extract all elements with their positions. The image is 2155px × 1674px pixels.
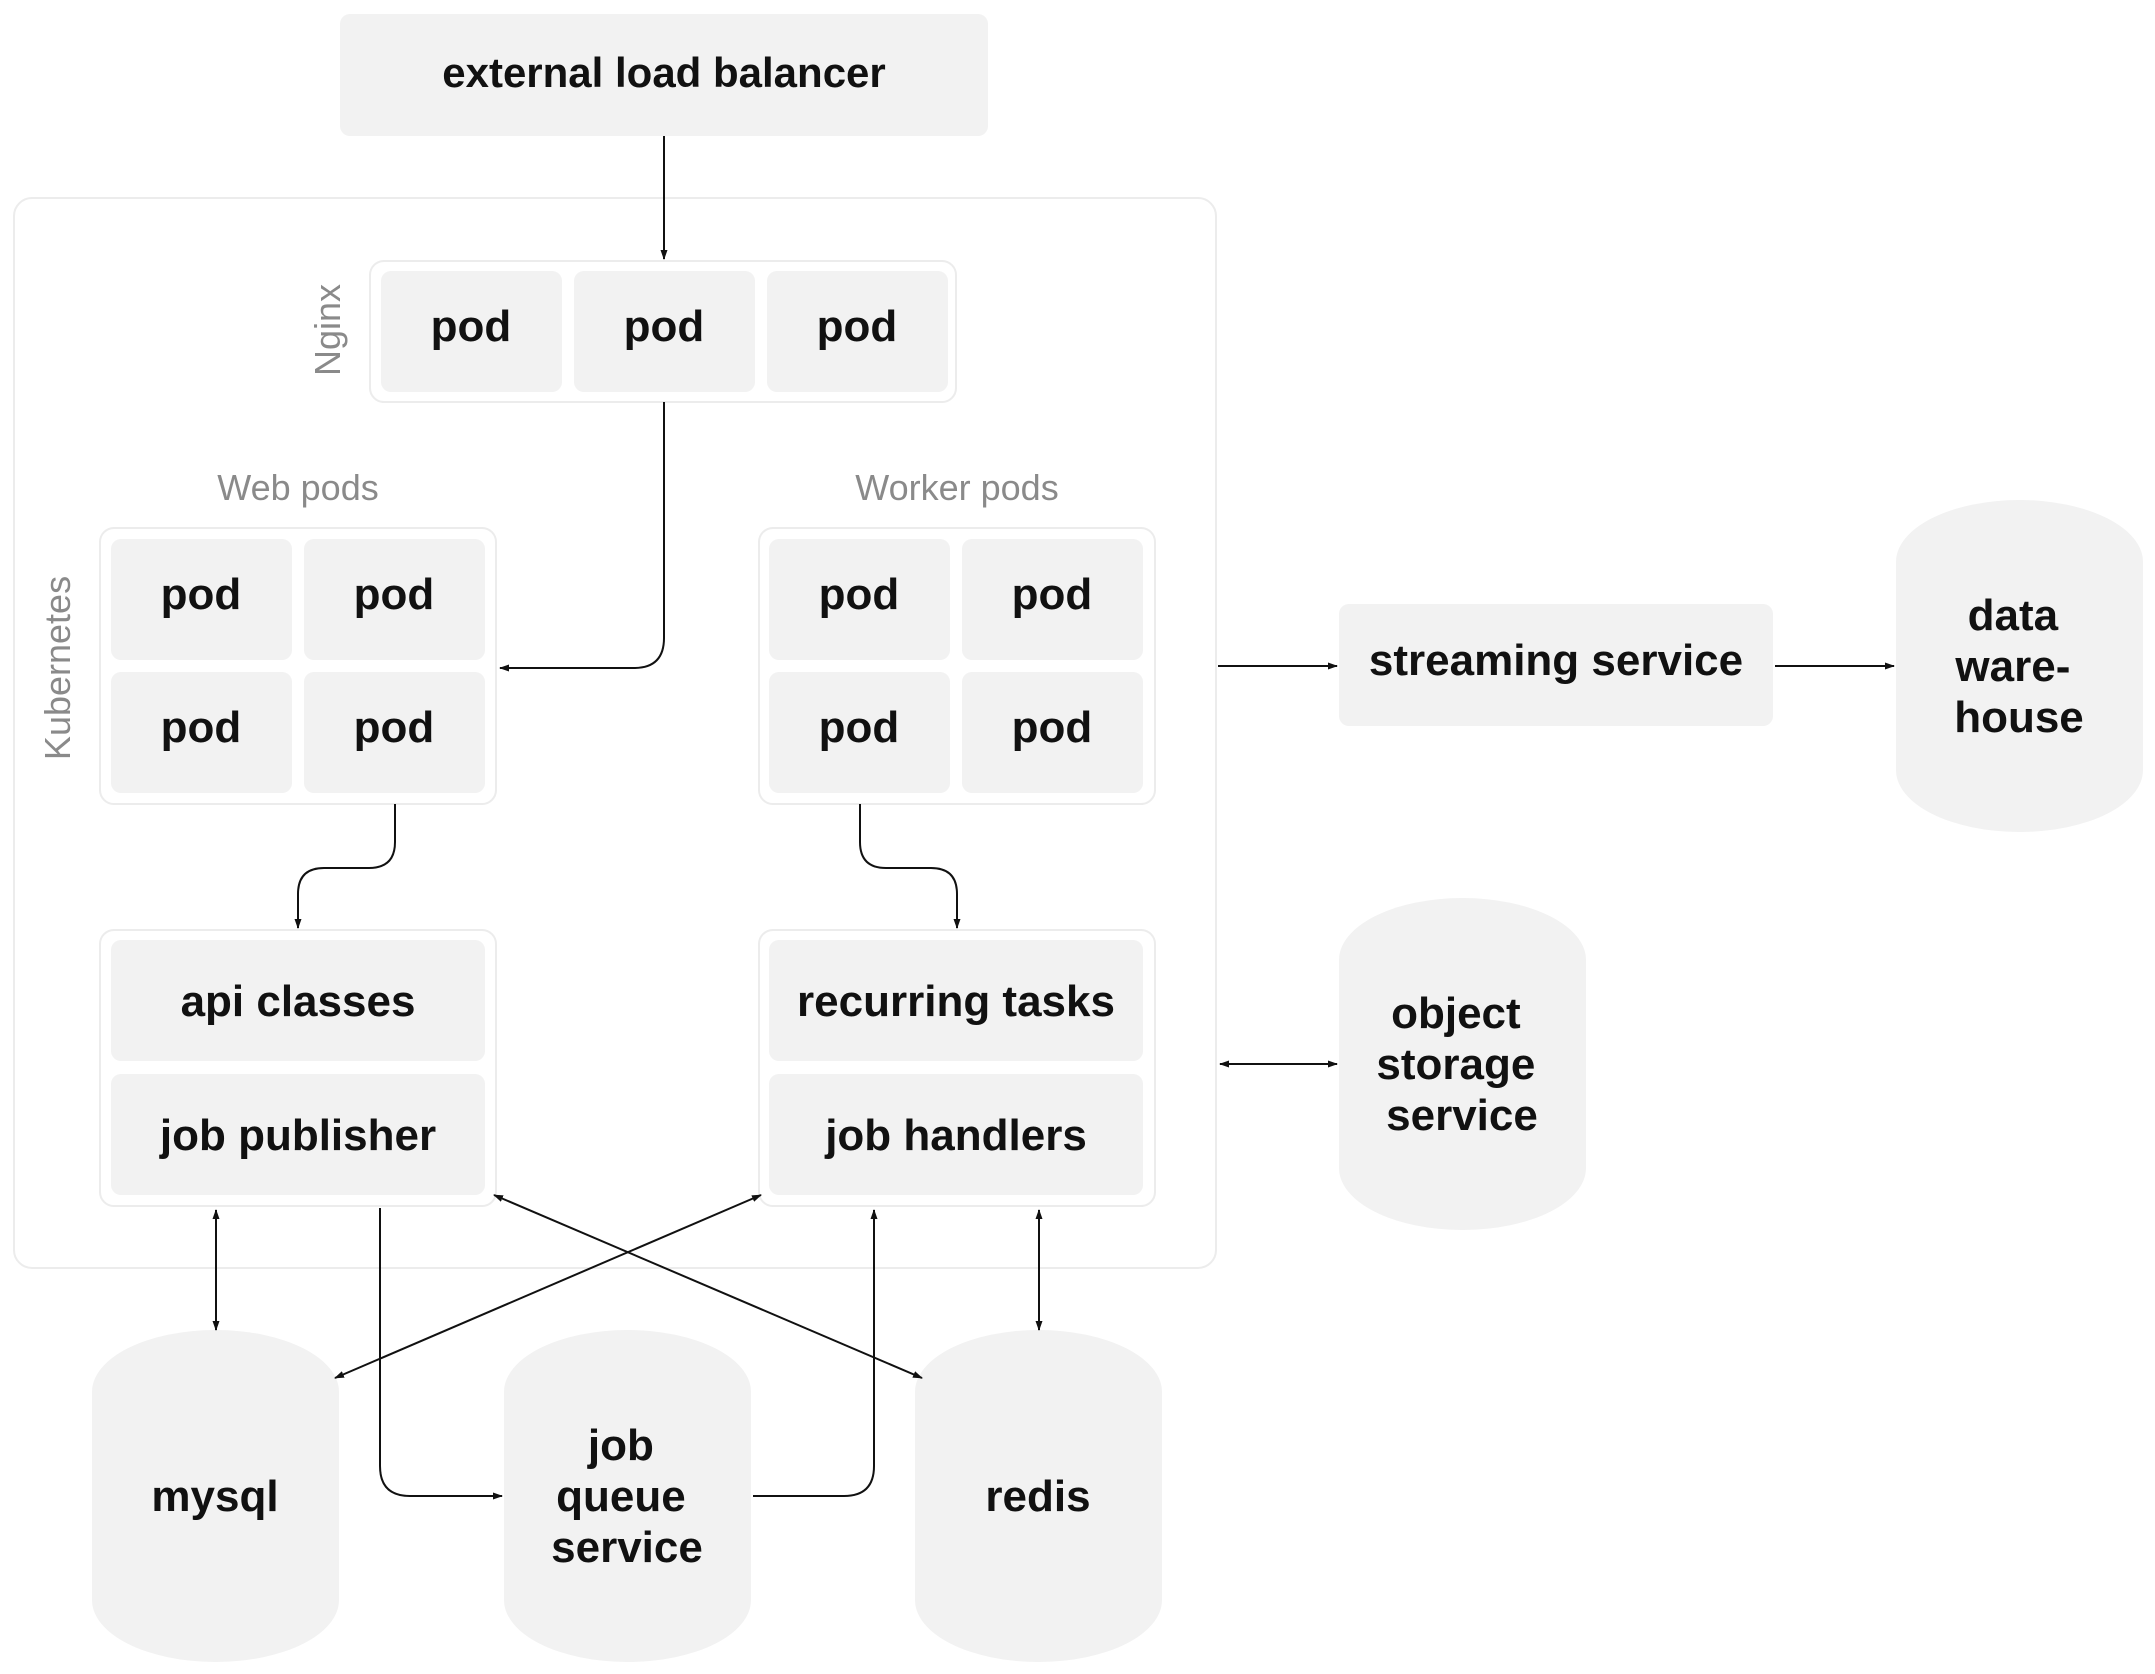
object-storage-line: object: [1391, 989, 1521, 1038]
job-handlers-label: job handlers: [824, 1111, 1087, 1160]
job-queue-line: job: [587, 1421, 654, 1470]
job-handlers-box: [769, 1074, 1143, 1195]
streaming-service-box: [1339, 604, 1773, 726]
nginx-pod-box: [574, 271, 755, 392]
arrow-publisher-to-queue: [379, 1208, 503, 1500]
worker-pods-group-frame: [758, 527, 1156, 805]
web-pod-box: [111, 539, 292, 660]
object-storage-line: storage: [1376, 1040, 1535, 1089]
worker-pod-label: pod: [819, 570, 900, 619]
web-pods-group-frame: [99, 527, 497, 805]
worker-pod-box: [769, 672, 950, 793]
job-queue-label: job queue service: [551, 1421, 703, 1572]
arrow-nginx-to-web-pods: [499, 402, 665, 672]
nginx-pod-label: pod: [624, 302, 705, 351]
job-publisher-label: job publisher: [159, 1111, 436, 1160]
job-queue-line: service: [551, 1523, 703, 1572]
worker-pod-box: [769, 539, 950, 660]
nginx-pod-label: pod: [431, 302, 512, 351]
web-pod-box: [111, 672, 292, 793]
recurring-tasks-box: [769, 940, 1143, 1061]
redis-label: redis: [985, 1472, 1090, 1521]
worker-pod-label: pod: [819, 703, 900, 752]
worker-pod-box: [962, 539, 1143, 660]
api-classes-box: [111, 940, 485, 1061]
worker-pods-label: Worker pods: [855, 467, 1058, 508]
recurring-tasks-label: recurring tasks: [797, 977, 1115, 1026]
worker-pod-label: pod: [1012, 570, 1093, 619]
external-load-balancer-label: external load balancer: [442, 49, 886, 96]
nginx-pod-box: [381, 271, 562, 392]
nginx-pod-box: [767, 271, 948, 392]
arrow-queue-to-handlers: [753, 1209, 878, 1497]
job-publisher-box: [111, 1074, 485, 1195]
object-storage-cylinder: [1339, 898, 1586, 1230]
nginx-label: Nginx: [307, 284, 348, 376]
job-queue-cylinder: [504, 1330, 751, 1662]
api-group-frame: [99, 929, 497, 1207]
web-pod-box: [304, 539, 485, 660]
data-warehouse-label: data ware- house: [1954, 591, 2084, 742]
web-pod-label: pod: [354, 570, 435, 619]
arrow-worker-pods-to-tasks: [859, 804, 961, 929]
web-pods-label: Web pods: [217, 467, 378, 508]
arrow-publisher-redis: [493, 1194, 923, 1379]
redis-cylinder: [915, 1330, 1162, 1662]
web-pod-label: pod: [161, 703, 242, 752]
arrow-web-pods-to-api: [294, 804, 396, 929]
data-warehouse-cylinder: [1896, 500, 2143, 832]
mysql-label: mysql: [151, 1472, 278, 1521]
job-queue-line: queue: [556, 1472, 686, 1521]
worker-pod-box: [962, 672, 1143, 793]
web-pod-label: pod: [354, 703, 435, 752]
kubernetes-label: Kubernetes: [37, 576, 78, 760]
external-load-balancer-box: [340, 14, 988, 136]
tasks-group-frame: [758, 929, 1156, 1207]
data-warehouse-line: house: [1954, 693, 2084, 742]
web-pod-box: [304, 672, 485, 793]
object-storage-line: service: [1386, 1091, 1538, 1140]
api-classes-label: api classes: [181, 977, 416, 1026]
nginx-pod-label: pod: [817, 302, 898, 351]
data-warehouse-line: ware-: [1954, 642, 2070, 691]
data-warehouse-line: data: [1968, 591, 2059, 640]
worker-pod-label: pod: [1012, 703, 1093, 752]
object-storage-label: object storage service: [1376, 989, 1547, 1140]
mysql-cylinder: [92, 1330, 339, 1662]
streaming-service-label: streaming service: [1369, 636, 1743, 685]
web-pod-label: pod: [161, 570, 242, 619]
